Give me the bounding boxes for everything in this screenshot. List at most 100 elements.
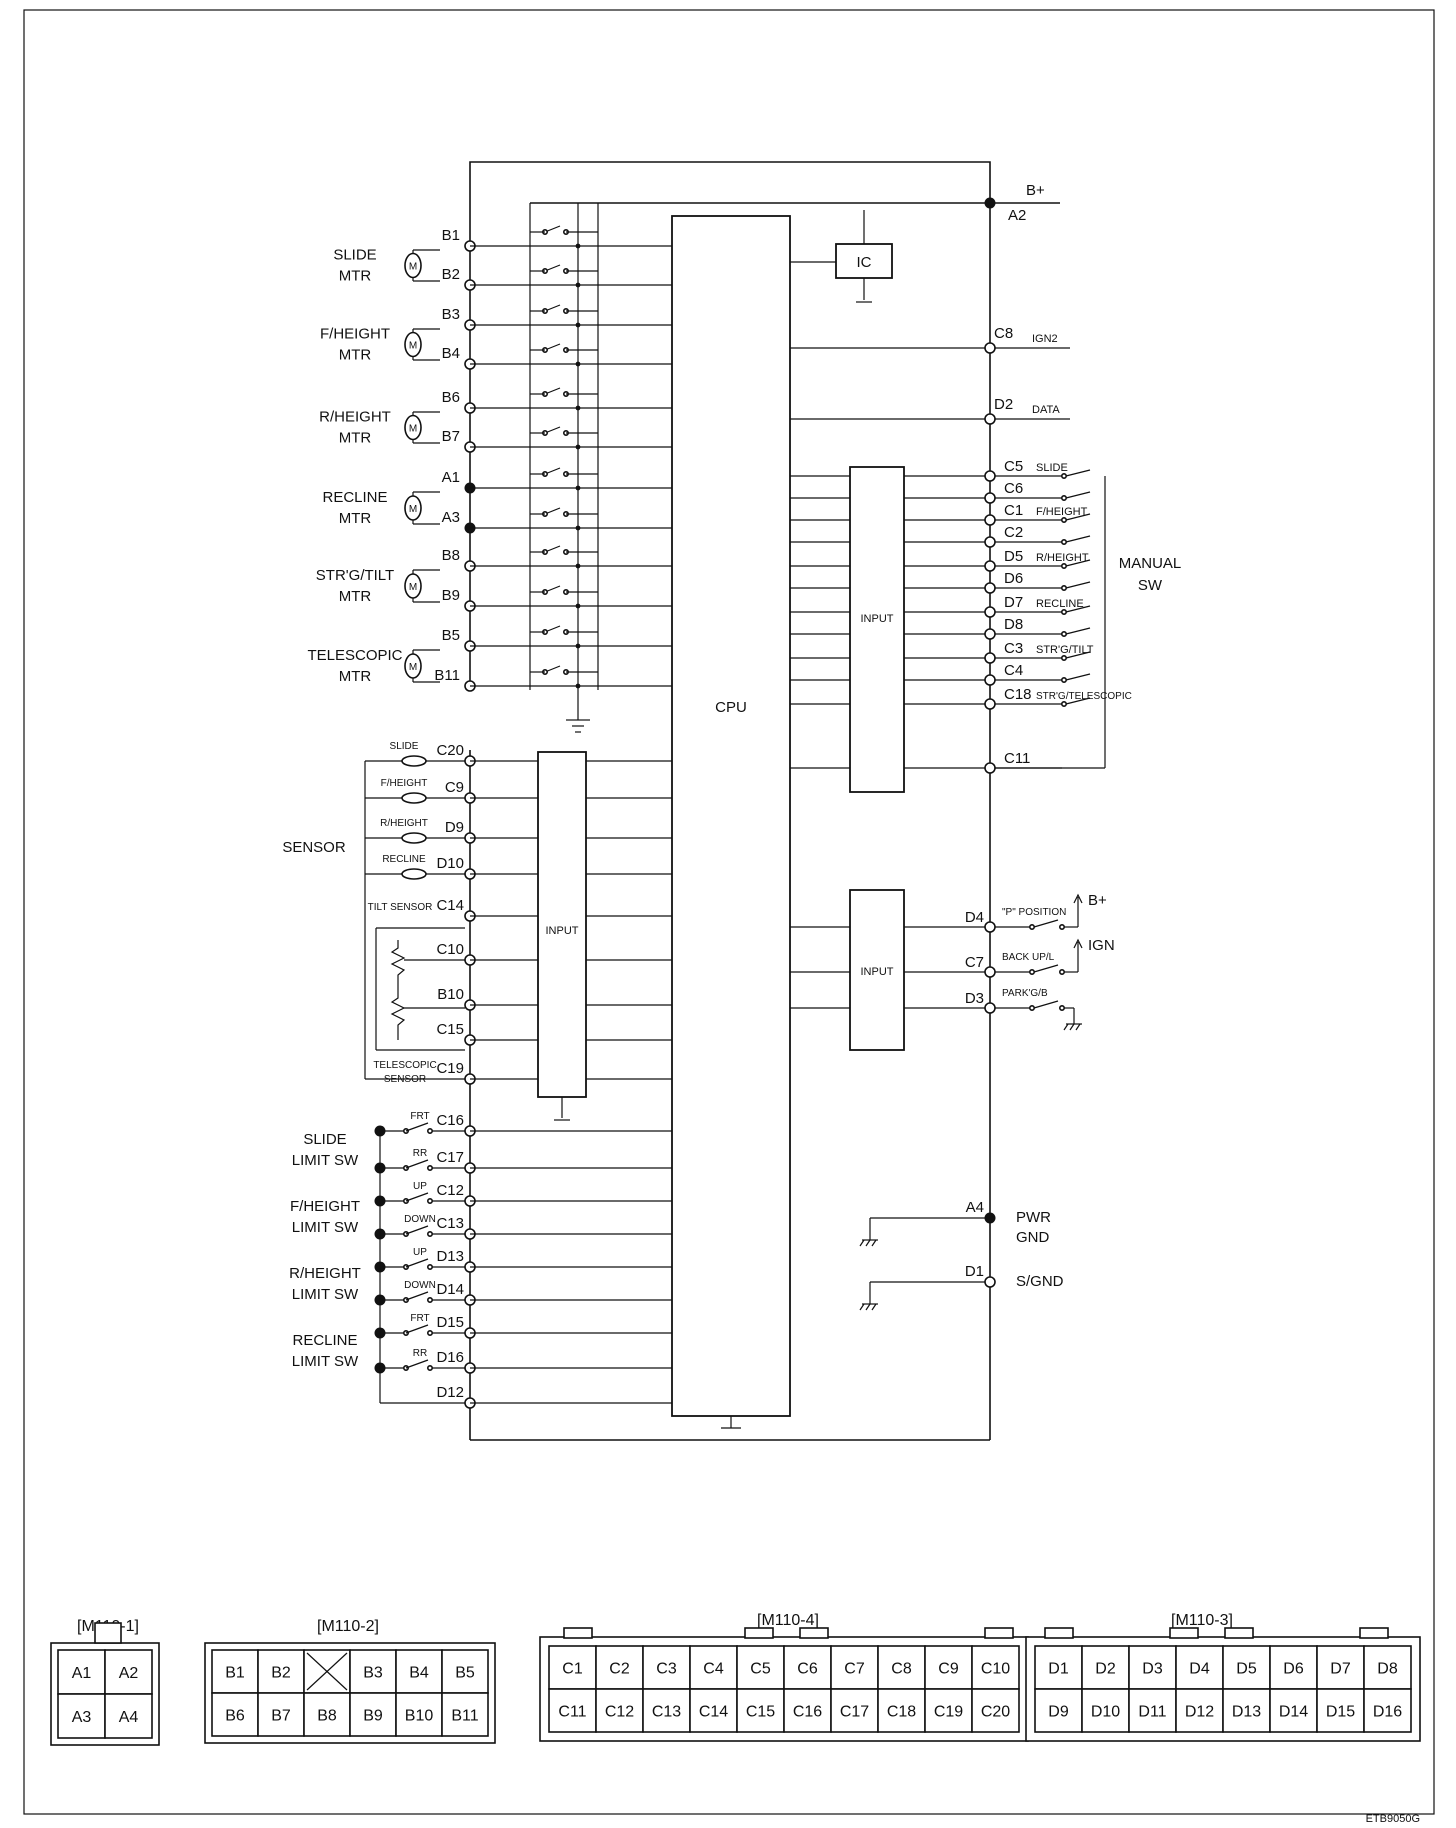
pin-label: C15 bbox=[436, 1021, 464, 1038]
connector-cell bbox=[971, 1645, 1020, 1690]
supply-label: B+ bbox=[1088, 892, 1107, 909]
connector-pin-label: C18 bbox=[887, 1704, 916, 1721]
manual-sw-label: RECLINE bbox=[1036, 598, 1084, 610]
input-label-right-top: INPUT bbox=[861, 613, 894, 625]
connector-pin-label: C7 bbox=[844, 1661, 865, 1678]
connector-pin bbox=[984, 921, 996, 933]
connector-pin-label: B1 bbox=[225, 1665, 245, 1682]
connector-latch bbox=[744, 1627, 774, 1639]
pin-label: C3 bbox=[1004, 640, 1023, 657]
telescopic-sensor-label: SENSOR bbox=[384, 1074, 426, 1085]
telescopic-potentiometer bbox=[390, 990, 406, 1040]
relay-node bbox=[575, 603, 581, 609]
pin-label: C5 bbox=[1004, 458, 1023, 475]
connector-cell bbox=[1034, 1645, 1083, 1690]
connector-pin-label: D2 bbox=[1095, 1661, 1116, 1678]
connector-id: [M110-3] bbox=[1171, 1612, 1233, 1629]
limit-group-label: F/HEIGHT bbox=[290, 1198, 360, 1215]
connector-pin-label: D12 bbox=[1185, 1704, 1214, 1721]
pin-label: B5 bbox=[442, 627, 460, 644]
motor-symbol bbox=[404, 495, 422, 521]
ground-symbol bbox=[859, 1303, 865, 1311]
relay-node bbox=[575, 282, 581, 288]
connector-pin-label: B10 bbox=[405, 1708, 434, 1725]
pin-label: D12 bbox=[436, 1384, 464, 1401]
pin-label: C16 bbox=[436, 1112, 464, 1129]
relay-node bbox=[575, 563, 581, 569]
pin-label: B2 bbox=[442, 266, 460, 283]
connector-pin-label: D6 bbox=[1283, 1661, 1304, 1678]
motor-sub: MTR bbox=[339, 510, 372, 527]
connector-pin-label: C3 bbox=[656, 1661, 677, 1678]
limit-switch-contact bbox=[405, 1159, 429, 1169]
connector-pin-label: D9 bbox=[1048, 1704, 1069, 1721]
sensor-coil bbox=[401, 868, 427, 880]
connector-cell bbox=[689, 1688, 738, 1733]
pin-label: C10 bbox=[436, 941, 464, 958]
manual-switch-contact bbox=[1065, 535, 1091, 543]
pin-label: D2 bbox=[994, 396, 1013, 413]
limit-switch-contact bbox=[405, 1291, 429, 1301]
manual-switch-contact bbox=[1065, 673, 1091, 681]
pin-label: C1 bbox=[1004, 502, 1023, 519]
input-label-right-bottom: INPUT bbox=[861, 966, 894, 978]
connector-cell bbox=[971, 1688, 1020, 1733]
cpu-label: CPU bbox=[715, 699, 747, 716]
motor-name: F/HEIGHT bbox=[320, 326, 390, 343]
limit-switch-contact bbox=[405, 1359, 429, 1369]
connector-latch bbox=[1044, 1627, 1074, 1639]
switch-node bbox=[1061, 676, 1068, 683]
switch-node bbox=[426, 1330, 433, 1337]
motor-symbol-letter: M bbox=[409, 582, 417, 593]
pin-label: C6 bbox=[1004, 480, 1023, 497]
switch-node bbox=[1029, 968, 1036, 975]
connector-latch bbox=[1224, 1627, 1254, 1639]
connector-pin bbox=[984, 674, 996, 686]
sensor-label: R/HEIGHT bbox=[380, 818, 428, 829]
ground-symbol bbox=[859, 1239, 865, 1247]
motor-name: TELESCOPIC bbox=[307, 647, 402, 664]
manual-switch-contact bbox=[1065, 627, 1091, 635]
switch-node bbox=[1061, 584, 1068, 591]
connector-pin bbox=[984, 762, 996, 774]
connector-id: [M110-4] bbox=[757, 1612, 819, 1629]
limit-switch-contact bbox=[405, 1192, 429, 1202]
connector-cell bbox=[736, 1688, 785, 1733]
connector-pin-label: C12 bbox=[605, 1704, 634, 1721]
sensor-label: SLIDE bbox=[390, 741, 419, 752]
pin-label: B8 bbox=[442, 547, 460, 564]
connector-pin-label: B4 bbox=[409, 1665, 429, 1682]
relay-node bbox=[575, 683, 581, 689]
switch-contact bbox=[1033, 964, 1059, 973]
limit-switch-contact bbox=[405, 1225, 429, 1235]
motor-sub: MTR bbox=[339, 588, 372, 605]
sensor-label: F/HEIGHT bbox=[381, 778, 428, 789]
limit-label: DOWN bbox=[404, 1280, 436, 1291]
switch-node bbox=[1061, 654, 1068, 661]
connector-pin-label: C14 bbox=[699, 1704, 728, 1721]
ground-symbol bbox=[871, 1303, 877, 1311]
connector-pin-label: D15 bbox=[1326, 1704, 1355, 1721]
motor-symbol bbox=[404, 331, 422, 358]
ground-symbol bbox=[1069, 1023, 1075, 1031]
manual-sw-label: F/HEIGHT bbox=[1036, 506, 1088, 518]
pin-label: D8 bbox=[1004, 616, 1023, 633]
tilt-potentiometer bbox=[390, 940, 406, 990]
pin-label: C17 bbox=[436, 1149, 464, 1166]
connector-pin bbox=[984, 606, 996, 618]
ground-symbol bbox=[865, 1303, 871, 1311]
connector-cell bbox=[1316, 1645, 1365, 1690]
pin-label: D13 bbox=[436, 1248, 464, 1265]
limit-label: UP bbox=[413, 1181, 427, 1192]
connector-pin-label: A4 bbox=[119, 1709, 139, 1726]
connector-cell bbox=[1269, 1688, 1318, 1733]
ground-label: S/GND bbox=[1016, 1273, 1064, 1290]
connector-pin-label: C19 bbox=[934, 1704, 963, 1721]
connector-cell bbox=[257, 1649, 305, 1694]
connector-pin bbox=[984, 342, 996, 354]
ground-label: GND bbox=[1016, 1229, 1050, 1246]
input-block-left: INPUT bbox=[537, 751, 587, 1121]
connector-pin-label: C6 bbox=[797, 1661, 818, 1678]
pin-label: D14 bbox=[436, 1281, 464, 1298]
